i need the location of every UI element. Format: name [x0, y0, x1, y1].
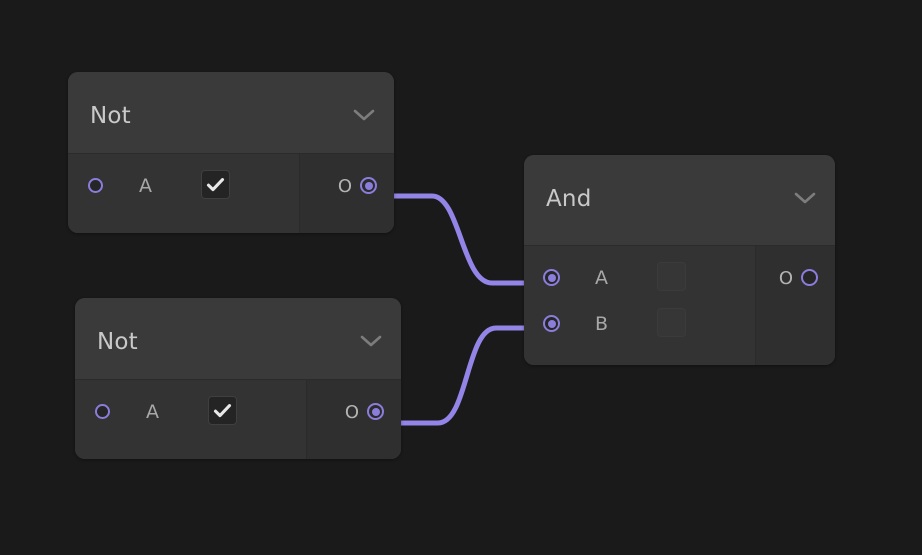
input-checkbox[interactable]	[657, 262, 686, 291]
input-port-label: A	[146, 401, 159, 423]
chevron-down-icon[interactable]	[794, 191, 816, 205]
input-port-label: B	[595, 313, 609, 335]
input-port[interactable]	[543, 269, 560, 286]
node-header[interactable]: And	[524, 155, 835, 246]
node-inputs: A	[68, 154, 299, 233]
output-port[interactable]	[360, 177, 377, 194]
node-header[interactable]: Not	[68, 72, 394, 154]
node-title: And	[546, 186, 592, 212]
chevron-down-icon[interactable]	[360, 334, 382, 348]
input-port-row: B	[524, 308, 755, 338]
chevron-down-icon[interactable]	[353, 108, 375, 122]
output-port-row: O	[306, 396, 401, 426]
node-title: Not	[97, 329, 138, 355]
node-outputs: O	[299, 154, 394, 233]
input-port[interactable]	[543, 315, 560, 332]
node-outputs: O	[755, 246, 835, 365]
connection-edge[interactable]	[396, 325, 535, 426]
output-port-label: O	[337, 176, 352, 197]
input-port-label: A	[139, 175, 152, 197]
node-title: Not	[90, 103, 131, 129]
input-port-row: A	[68, 170, 299, 200]
node-outputs: O	[306, 380, 401, 459]
input-port[interactable]	[88, 178, 103, 193]
connection-edge[interactable]	[389, 193, 535, 286]
input-checkbox[interactable]	[201, 170, 230, 199]
input-port-label: A	[595, 267, 608, 289]
output-port-row: O	[755, 262, 835, 292]
checkmark-icon	[206, 177, 225, 193]
input-checkbox[interactable]	[657, 308, 686, 337]
output-port-label: O	[344, 402, 359, 423]
node-inputs: A	[75, 380, 306, 459]
output-port[interactable]	[367, 403, 384, 420]
checkmark-icon	[213, 403, 232, 419]
output-port[interactable]	[801, 269, 818, 286]
input-port[interactable]	[95, 404, 110, 419]
input-port-row: A	[75, 396, 306, 426]
input-checkbox[interactable]	[208, 396, 237, 425]
output-port-label: O	[778, 268, 793, 289]
input-port-row: A	[524, 262, 755, 292]
node-header[interactable]: Not	[75, 298, 401, 380]
output-port-row: O	[299, 170, 394, 200]
